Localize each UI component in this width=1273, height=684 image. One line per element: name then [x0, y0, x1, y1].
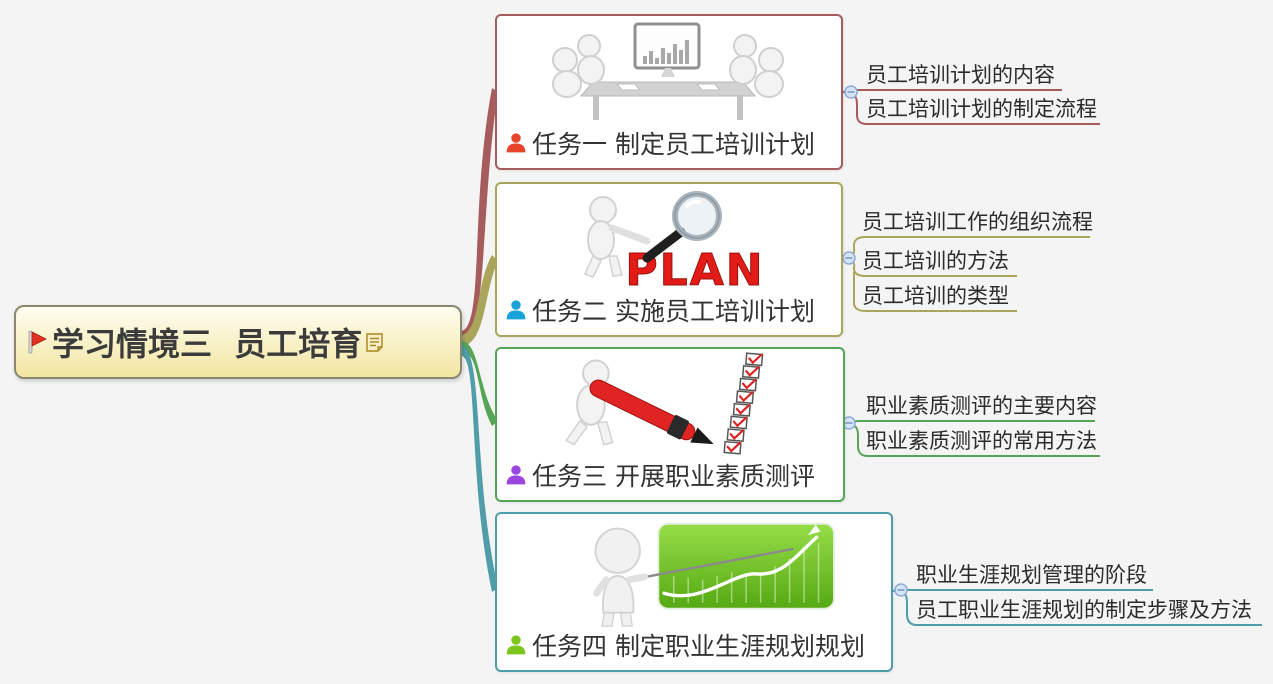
branch-label-task2: 任务二 实施员工培训计划: [532, 297, 815, 326]
child-topic[interactable]: 职业素质测评的主要内容: [866, 394, 1097, 418]
branch-label-task3: 任务三 开展职业素质测评: [532, 462, 815, 491]
collapse-button-task2[interactable]: [842, 251, 856, 265]
person-icon: [506, 635, 526, 655]
branch-topic-task2[interactable]: PLAN 任务二 实施员工培训计划: [495, 182, 843, 337]
collapse-button-task3[interactable]: [842, 416, 856, 430]
branch-topic-task1[interactable]: 任务一 制定员工培训计划: [495, 14, 843, 170]
monitor-chart-bars: [643, 40, 689, 64]
child-topic[interactable]: 员工培训的类型: [862, 284, 1009, 308]
collapse-button-task4[interactable]: [894, 583, 908, 597]
plan-magnifier-illustration: PLAN: [583, 191, 764, 297]
person-icon: [506, 133, 526, 153]
plan-text: PLAN: [625, 245, 764, 296]
branch-topic-task4[interactable]: 任务四 制定职业生涯规划规划: [495, 512, 893, 672]
branch-label-task1: 任务一 制定员工培训计划: [532, 130, 815, 159]
branch-curve-task3: [462, 341, 498, 426]
child-topic[interactable]: 员工培训计划的内容: [866, 63, 1055, 87]
child-topic[interactable]: 职业素质测评的常用方法: [866, 429, 1097, 453]
root-topic-title: 学习情境三 员工培育: [52, 325, 363, 363]
meeting-illustration: [552, 22, 784, 120]
red-flag-icon: [28, 330, 47, 354]
person-icon: [506, 465, 526, 485]
person-icon: [506, 300, 526, 320]
growth-chart-presentation-illustration: [593, 522, 835, 627]
collapse-button-task1[interactable]: [844, 85, 858, 99]
branch-topic-task3[interactable]: 任务三 开展职业素质测评: [495, 347, 845, 502]
child-topic[interactable]: 员工培训计划的制定流程: [866, 97, 1097, 121]
branch-curve-task4: [462, 345, 498, 592]
checklist-illustration: [565, 352, 764, 455]
branch-curve-task2: [462, 255, 498, 346]
notes-icon[interactable]: [366, 332, 383, 352]
branch-label-task4: 任务四 制定职业生涯规划规划: [532, 632, 865, 661]
child-topic[interactable]: 职业生涯规划管理的阶段: [916, 563, 1147, 587]
root-topic[interactable]: 学习情境三 员工培育: [14, 305, 462, 379]
branch-curve-task1: [462, 88, 498, 342]
child-topic[interactable]: 员工职业生涯规划的制定步骤及方法: [916, 598, 1252, 622]
child-topic[interactable]: 员工培训的方法: [862, 249, 1009, 273]
child-topic[interactable]: 员工培训工作的组织流程: [862, 210, 1093, 234]
